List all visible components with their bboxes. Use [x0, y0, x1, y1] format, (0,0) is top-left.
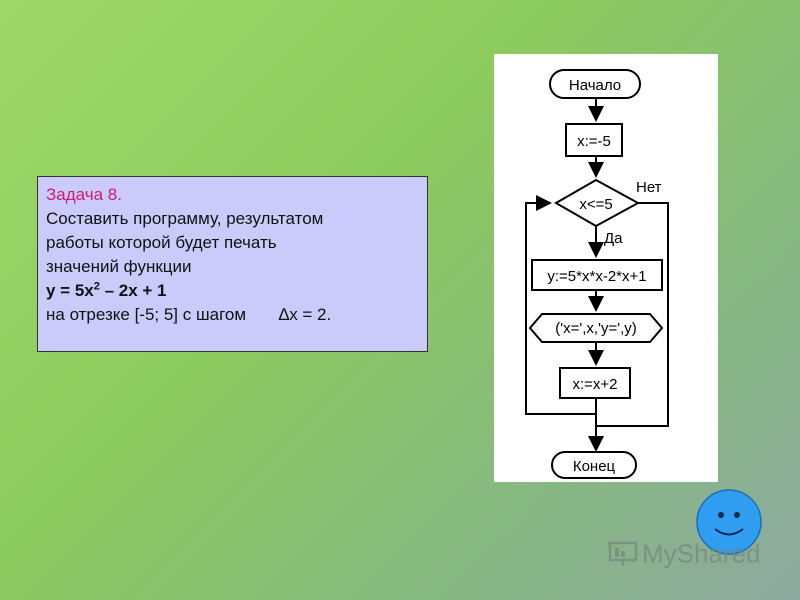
delta-icon: ∆ [278, 305, 290, 324]
no-branch-line [588, 202, 669, 452]
task-range-text: на отрезке [-5; 5] с шагом [46, 305, 247, 324]
presentation-icon [608, 541, 638, 567]
increment-label: x:=x+2 [572, 376, 617, 393]
watermark-text: MyShared [642, 538, 761, 569]
start-label: Начало [569, 77, 621, 94]
formula-exponent: 2 [93, 280, 100, 293]
task-line-2: работы которой будет печать [46, 233, 277, 252]
end-label: Конец [573, 458, 616, 475]
compute-label: y:=5*x*x-2*x+1 [547, 268, 646, 285]
condition-label: x<=5 [579, 196, 612, 213]
end-terminator [551, 451, 637, 479]
task-line-1: Составить программу, результатом [46, 209, 324, 228]
task-title: Задача 8. [46, 185, 122, 204]
task-formula: y = 5x2 – 2x + 1 [46, 279, 419, 303]
formula-part-2: – 2x + 1 [99, 281, 167, 300]
yes-label: Да [604, 230, 623, 247]
task-box: Задача 8. Составить программу, результат… [37, 176, 428, 352]
output-label: ('x=',x,'y=',y) [555, 320, 636, 337]
init-label: x:=-5 [577, 133, 611, 150]
formula-part-1: y = 5x [46, 281, 94, 300]
loop-back-line [525, 195, 596, 415]
flowchart-panel: Начало x:=-5 x<=5 Нет Да y:=5*x*x-2*x+1 … [494, 54, 718, 482]
init-block [565, 123, 623, 157]
flowchart: Начало x:=-5 x<=5 Нет Да y:=5*x*x-2*x+1 … [525, 69, 669, 479]
task-range-line: на отрезке [-5; 5] с шагом ∆x = 2. [46, 303, 419, 327]
task-step-text: x = 2. [289, 305, 332, 324]
task-line-3: значений функции [46, 257, 192, 276]
output-block [528, 313, 664, 343]
no-label: Нет [636, 179, 662, 196]
watermark-logo: MyShared [608, 537, 761, 571]
smiley-icon[interactable] [695, 488, 763, 556]
